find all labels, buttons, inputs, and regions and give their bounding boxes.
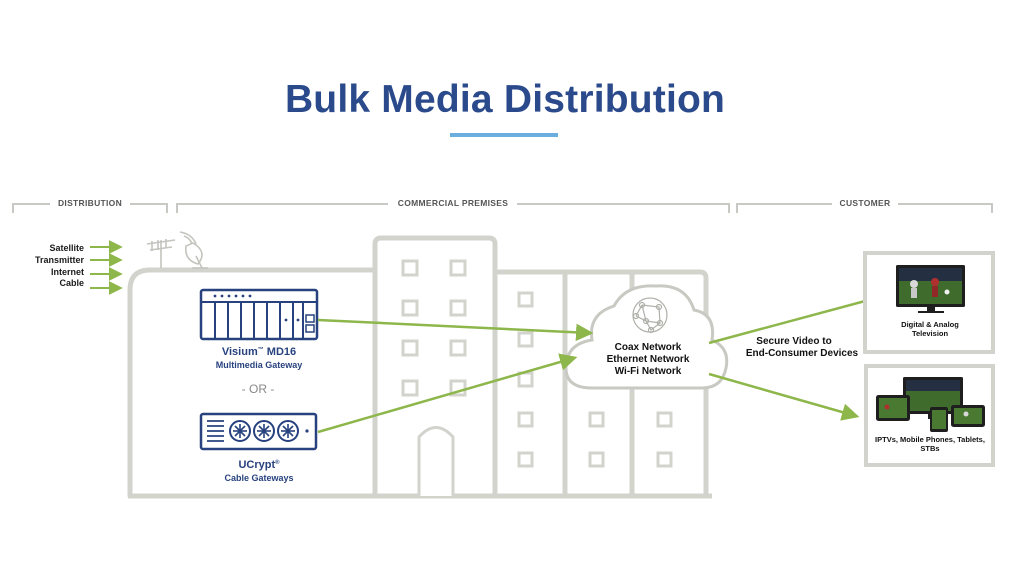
gateway2-name: UCrypt® bbox=[238, 459, 280, 471]
source-internet: Internet bbox=[51, 267, 84, 277]
section-bracket-customer bbox=[736, 203, 993, 213]
building-windows bbox=[401, 259, 673, 468]
flow-arrows bbox=[317, 292, 884, 434]
section-bracket-commercial bbox=[176, 203, 730, 213]
network-globe-icon bbox=[632, 297, 668, 334]
customer-card-tv-label-2: Television bbox=[912, 329, 949, 338]
gateway2-subtitle: Cable Gateways bbox=[224, 473, 293, 483]
satellite-dish-icon bbox=[179, 231, 208, 269]
secure-video-label-line1: Secure Video to bbox=[756, 336, 831, 347]
cloud-label-ethernet: Ethernet Network bbox=[607, 354, 690, 365]
building-door bbox=[417, 426, 455, 496]
section-label-commercial: COMMERCIAL PREMISES bbox=[398, 198, 508, 208]
tv-icon bbox=[896, 265, 965, 313]
ucrypt-device-icon bbox=[199, 412, 318, 451]
antenna-icon bbox=[146, 239, 176, 268]
or-separator: - OR - bbox=[242, 382, 275, 396]
source-cable: Cable bbox=[59, 278, 84, 288]
section-label-distribution: DISTRIBUTION bbox=[58, 198, 122, 208]
section-label-customer: CUSTOMER bbox=[840, 198, 891, 208]
secure-video-label-line2: End-Consumer Devices bbox=[746, 348, 859, 359]
section-bracket-distribution bbox=[12, 203, 168, 213]
visium-md16-device-icon bbox=[199, 288, 319, 341]
cloud-label-wifi: Wi-Fi Network bbox=[615, 366, 682, 377]
source-transmitter: Transmitter bbox=[35, 255, 85, 265]
customer-card-devices-label-1: IPTVs, Mobile Phones, Tablets, bbox=[875, 435, 985, 444]
devices-icon bbox=[876, 377, 985, 432]
title-underline bbox=[450, 133, 558, 137]
gateway1-subtitle: Multimedia Gateway bbox=[216, 360, 303, 370]
source-satellite: Satellite bbox=[49, 243, 84, 253]
page-title: Bulk Media Distribution bbox=[284, 78, 726, 121]
source-arrows bbox=[90, 240, 123, 295]
customer-card-tv-label-1: Digital & Analog bbox=[901, 320, 959, 329]
gateway1-name: Visium™ MD16 bbox=[222, 346, 296, 358]
source-list: Satellite Transmitter Internet Cable bbox=[35, 243, 85, 288]
customer-card-devices-label-2: STBs bbox=[920, 444, 939, 453]
cloud-label-coax: Coax Network bbox=[615, 342, 682, 353]
